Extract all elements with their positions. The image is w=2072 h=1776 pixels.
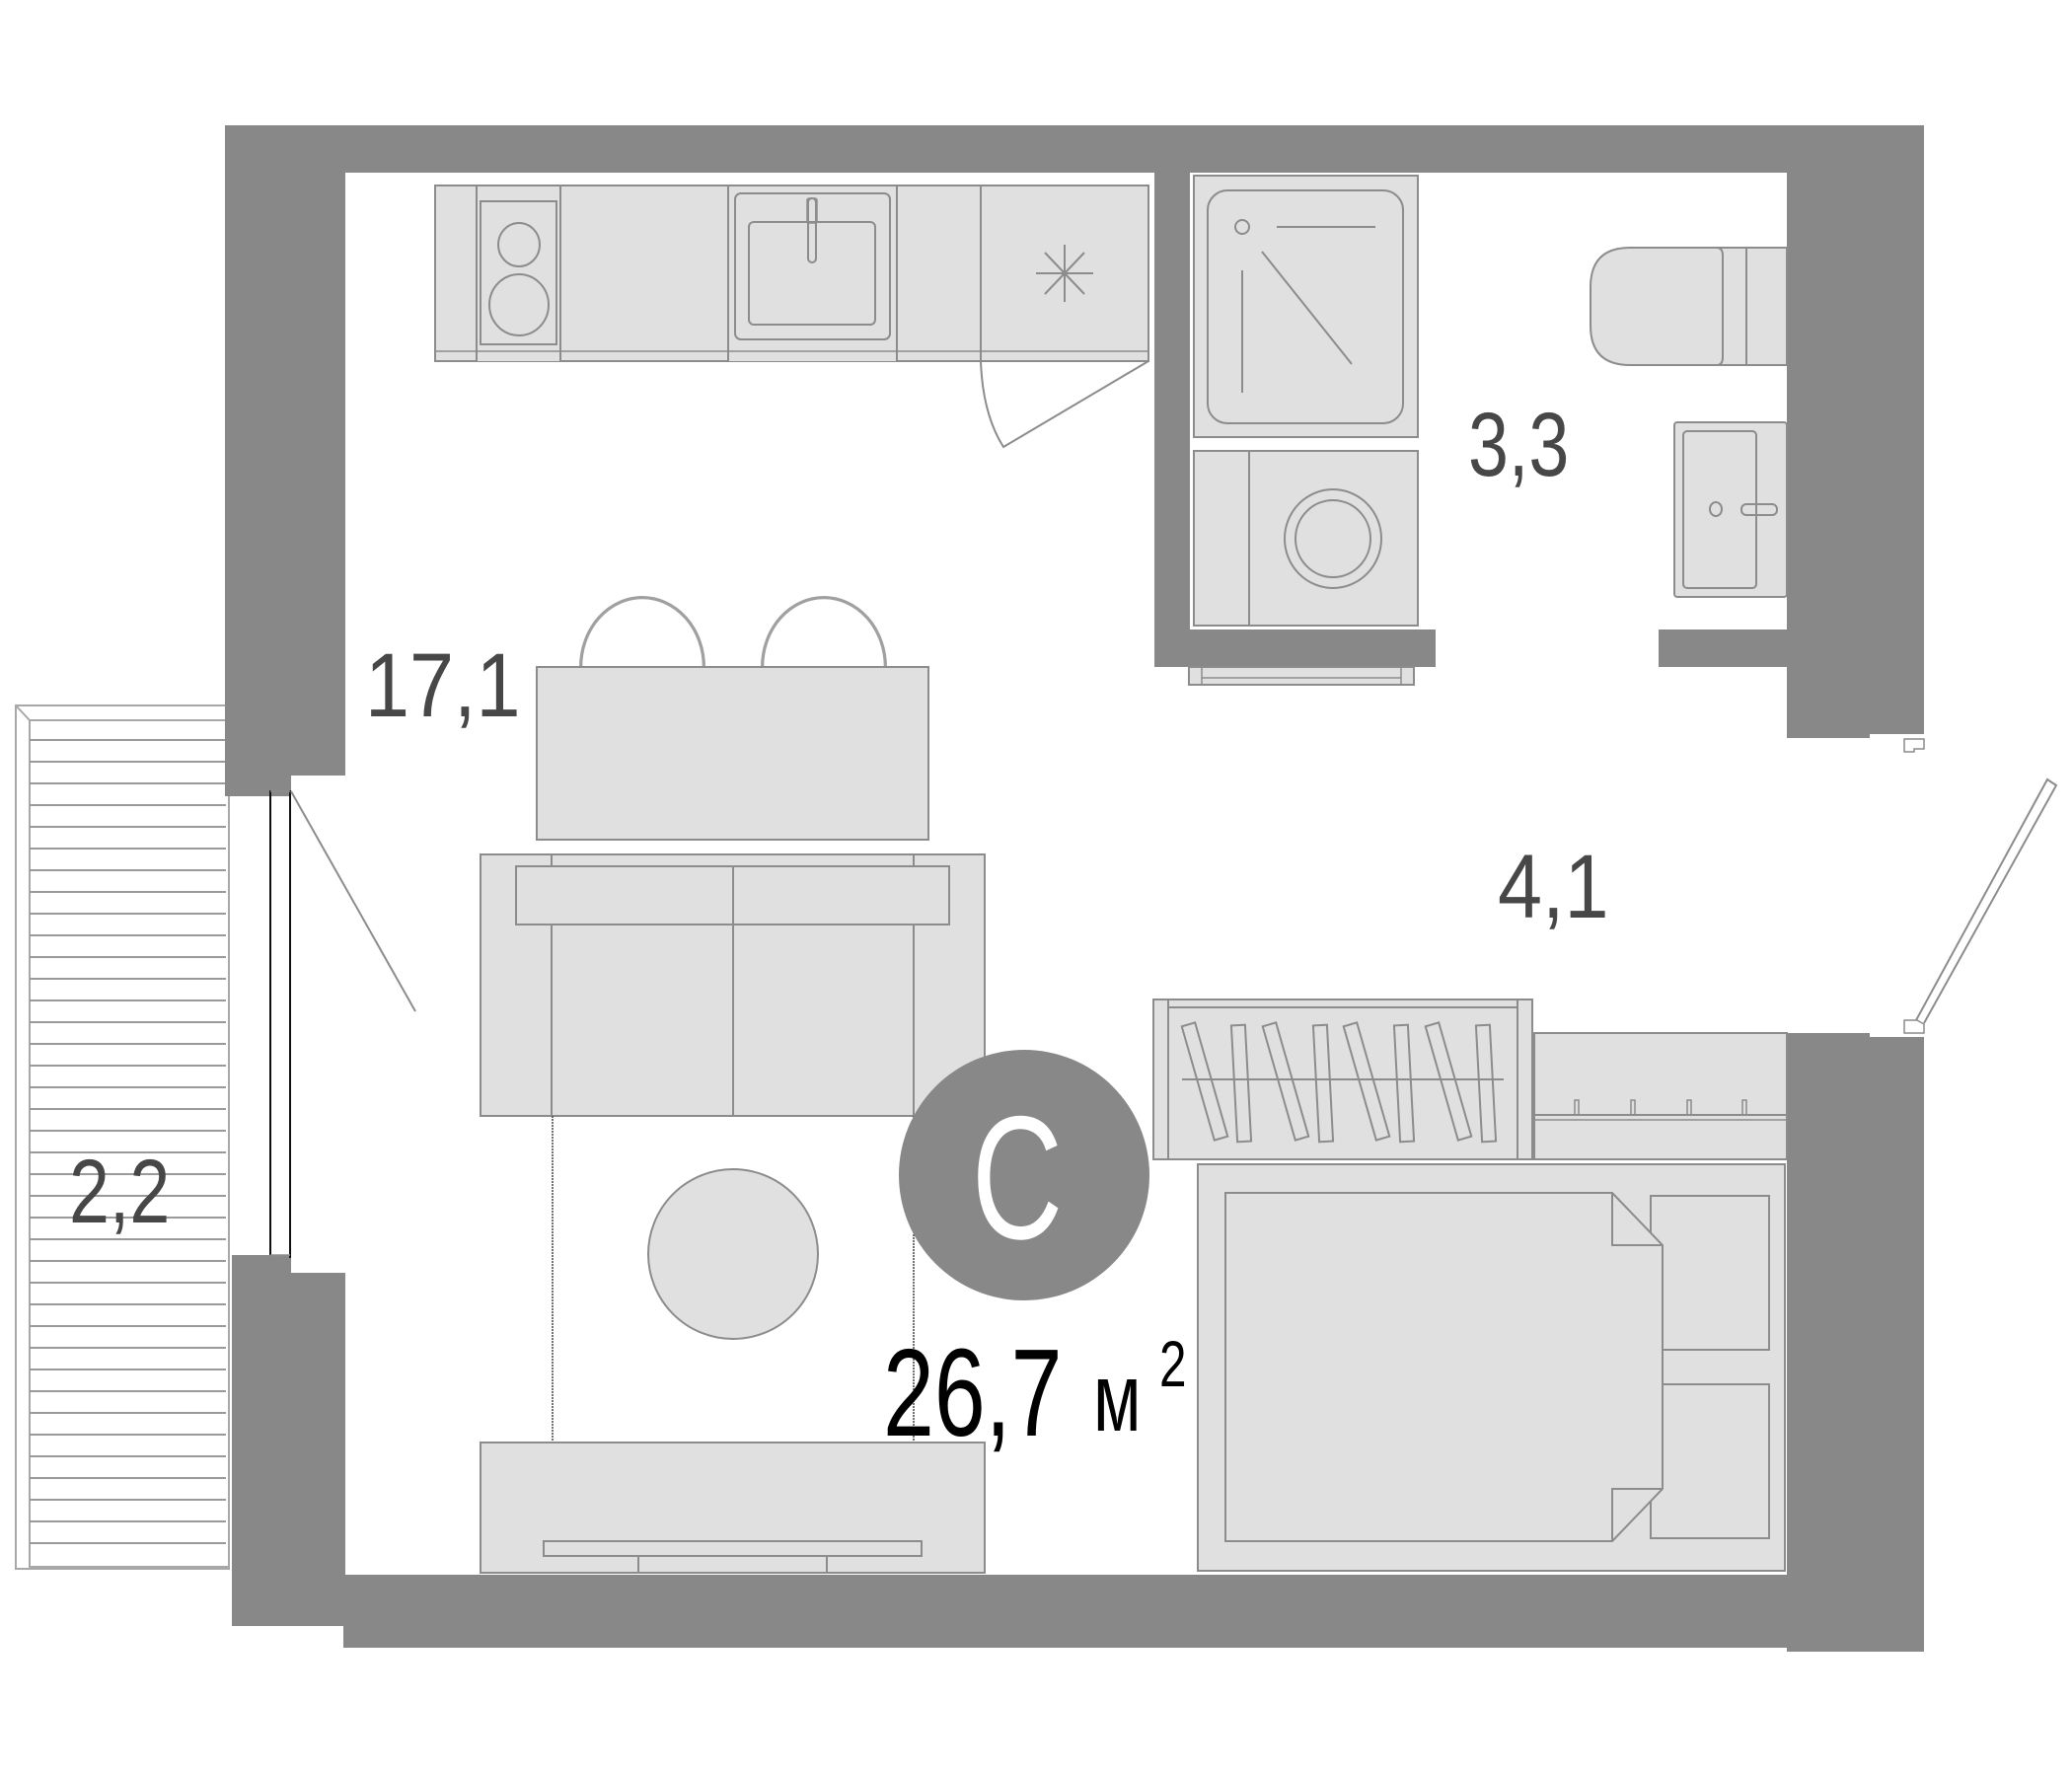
entrance-door <box>1903 738 2058 1034</box>
bed <box>1197 1163 1786 1572</box>
room-area-living: 17,1 <box>365 635 521 736</box>
walls <box>225 125 1924 1652</box>
apartment-type-badge: С <box>899 1050 1149 1300</box>
sofa <box>480 853 986 1117</box>
entrance-door-leaf <box>1915 777 2058 1024</box>
total-area-value: 26,7 <box>883 1324 1062 1462</box>
washing-machine <box>1193 450 1419 627</box>
wall-left-lower <box>232 1255 345 1626</box>
coffee-table <box>647 1168 819 1340</box>
total-area-unit-power: 2 <box>1159 1328 1187 1401</box>
badge-circle <box>899 1050 1149 1300</box>
hob-icon <box>480 200 557 345</box>
pillow <box>1650 1195 1770 1351</box>
wall-top <box>225 125 1924 173</box>
wall-bathroom-left <box>1154 173 1190 667</box>
door-swing-line <box>290 790 416 1012</box>
wall-bathroom-bottom-left <box>1154 629 1436 667</box>
balcony-door <box>269 790 416 1258</box>
balcony-rail <box>15 704 229 1568</box>
wall-right-lower <box>1787 1033 1924 1652</box>
kitchen-counter <box>434 185 1149 449</box>
shower <box>1193 175 1419 438</box>
dining-set <box>536 596 929 841</box>
wall-bathroom-bottom-right <box>1659 629 1787 667</box>
badge-letter: С <box>972 1079 1064 1276</box>
toilet <box>1590 247 1788 366</box>
bathroom-sink <box>1673 421 1788 598</box>
balcony-outline <box>15 704 230 1570</box>
fridge-icon <box>1036 245 1093 302</box>
bathroom-threshold <box>1188 666 1415 686</box>
tv-unit <box>480 1442 986 1574</box>
chair <box>761 596 887 668</box>
balcony <box>15 704 230 1570</box>
duvet <box>1224 1192 1664 1542</box>
wall-right-upper <box>1787 125 1924 738</box>
wall-left-upper <box>225 125 345 796</box>
total-area: 26,7 м 2 <box>883 1324 1187 1462</box>
shoe-rack <box>1533 1032 1788 1160</box>
wall-bottom <box>343 1575 1924 1648</box>
room-area-bathroom: 3,3 <box>1468 394 1569 495</box>
wardrobe <box>1152 999 1533 1160</box>
total-area-unit: м <box>1093 1345 1142 1452</box>
door-frame-bottom <box>1903 1019 1925 1034</box>
chair <box>579 596 705 668</box>
fridge-door-swing <box>980 360 1149 449</box>
pillow <box>1650 1383 1770 1539</box>
dining-table <box>536 666 929 841</box>
room-area-balcony: 2,2 <box>69 1141 170 1242</box>
door-frame-top <box>1903 738 1925 753</box>
balcony-decking <box>30 739 226 1544</box>
sink-icon <box>734 192 891 340</box>
room-area-hallway: 4,1 <box>1498 837 1609 937</box>
